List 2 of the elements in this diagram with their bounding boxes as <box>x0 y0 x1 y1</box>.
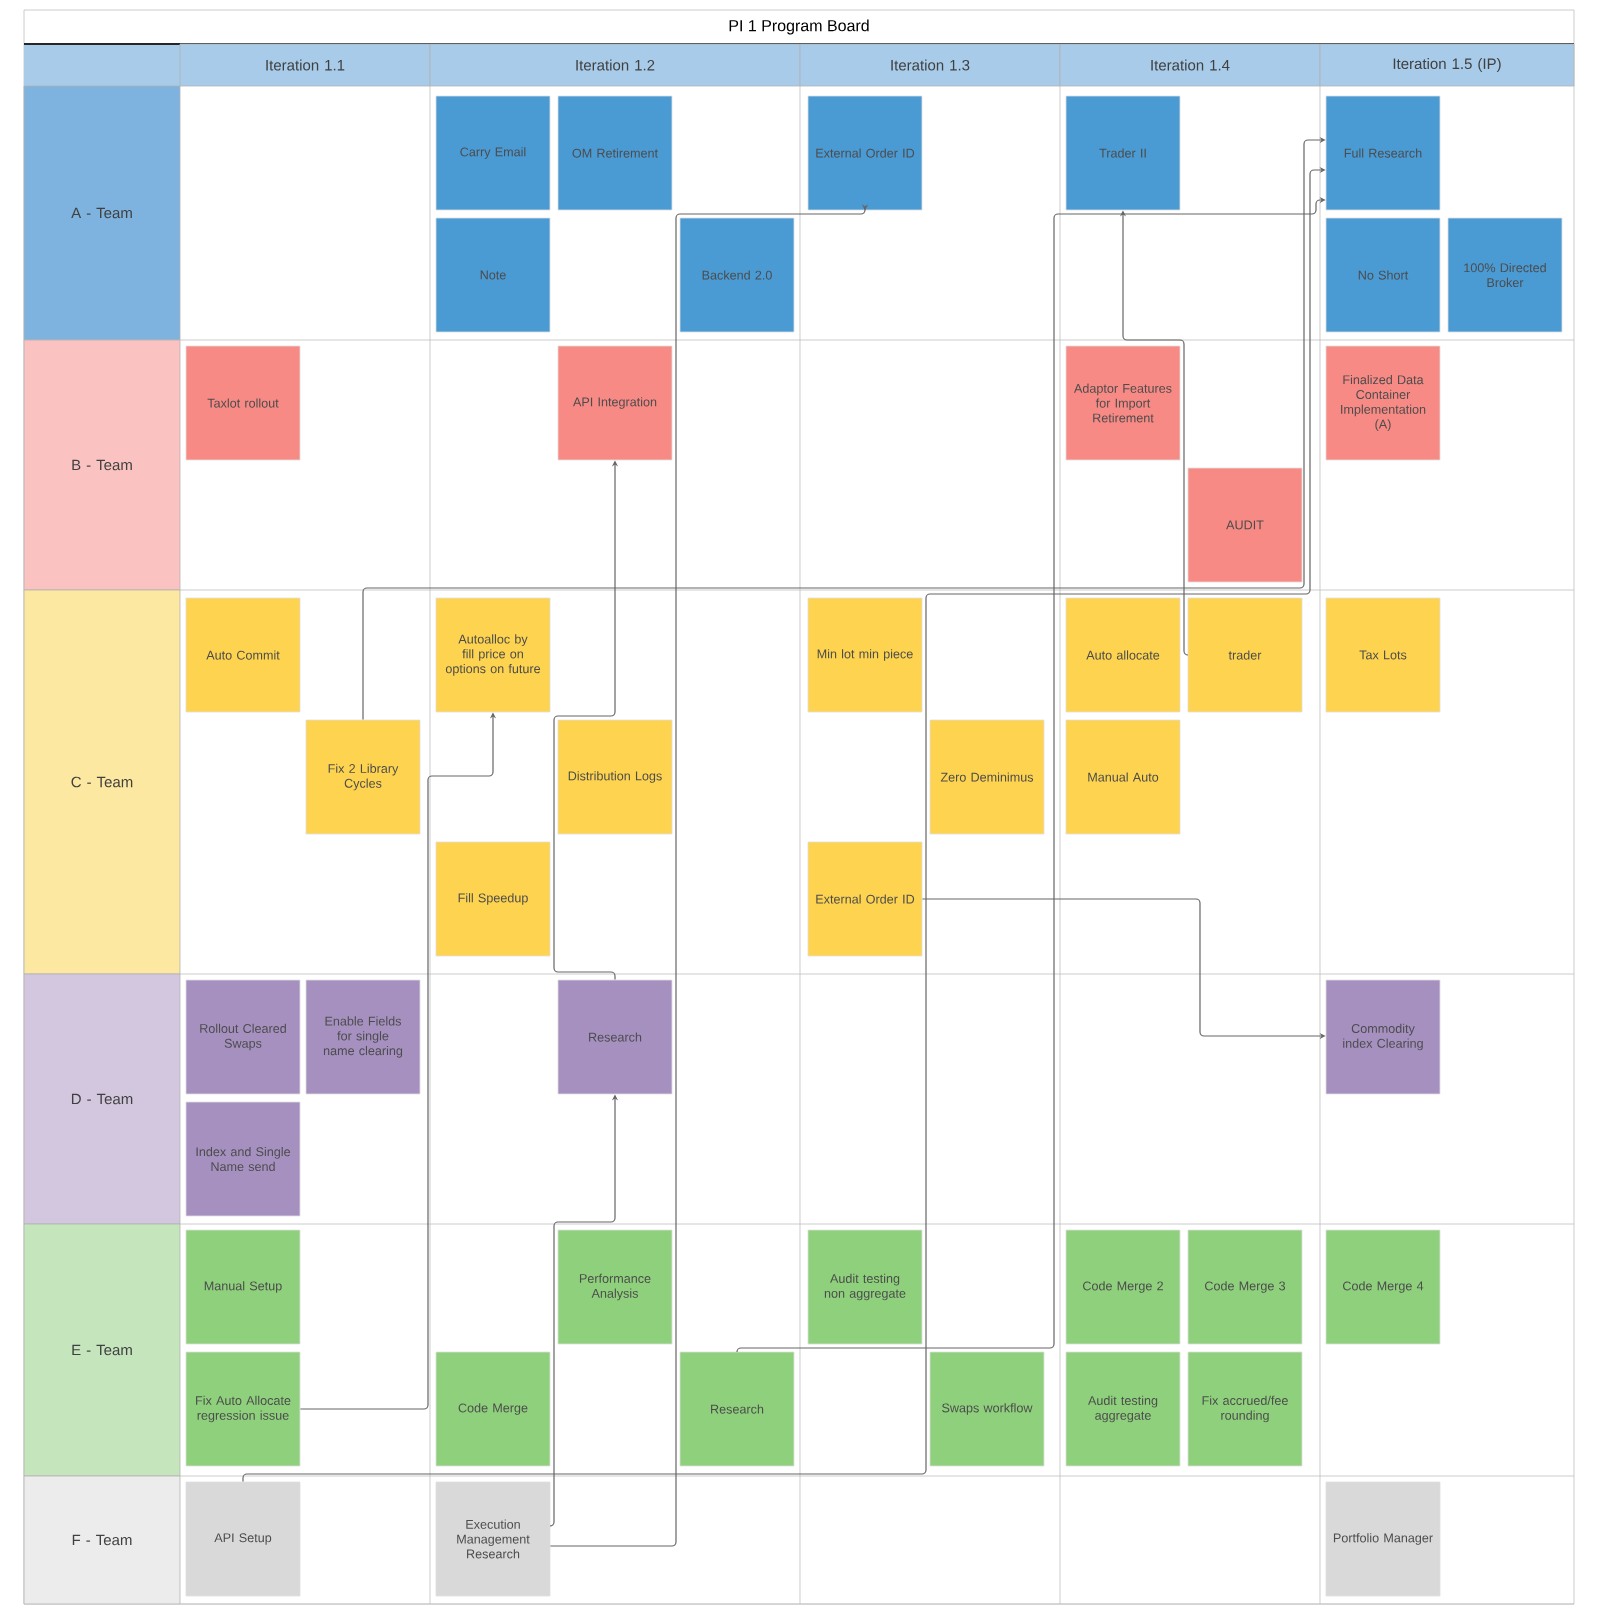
arrow <box>549 204 869 1547</box>
board-title: PI 1 Program Board <box>729 19 869 35</box>
